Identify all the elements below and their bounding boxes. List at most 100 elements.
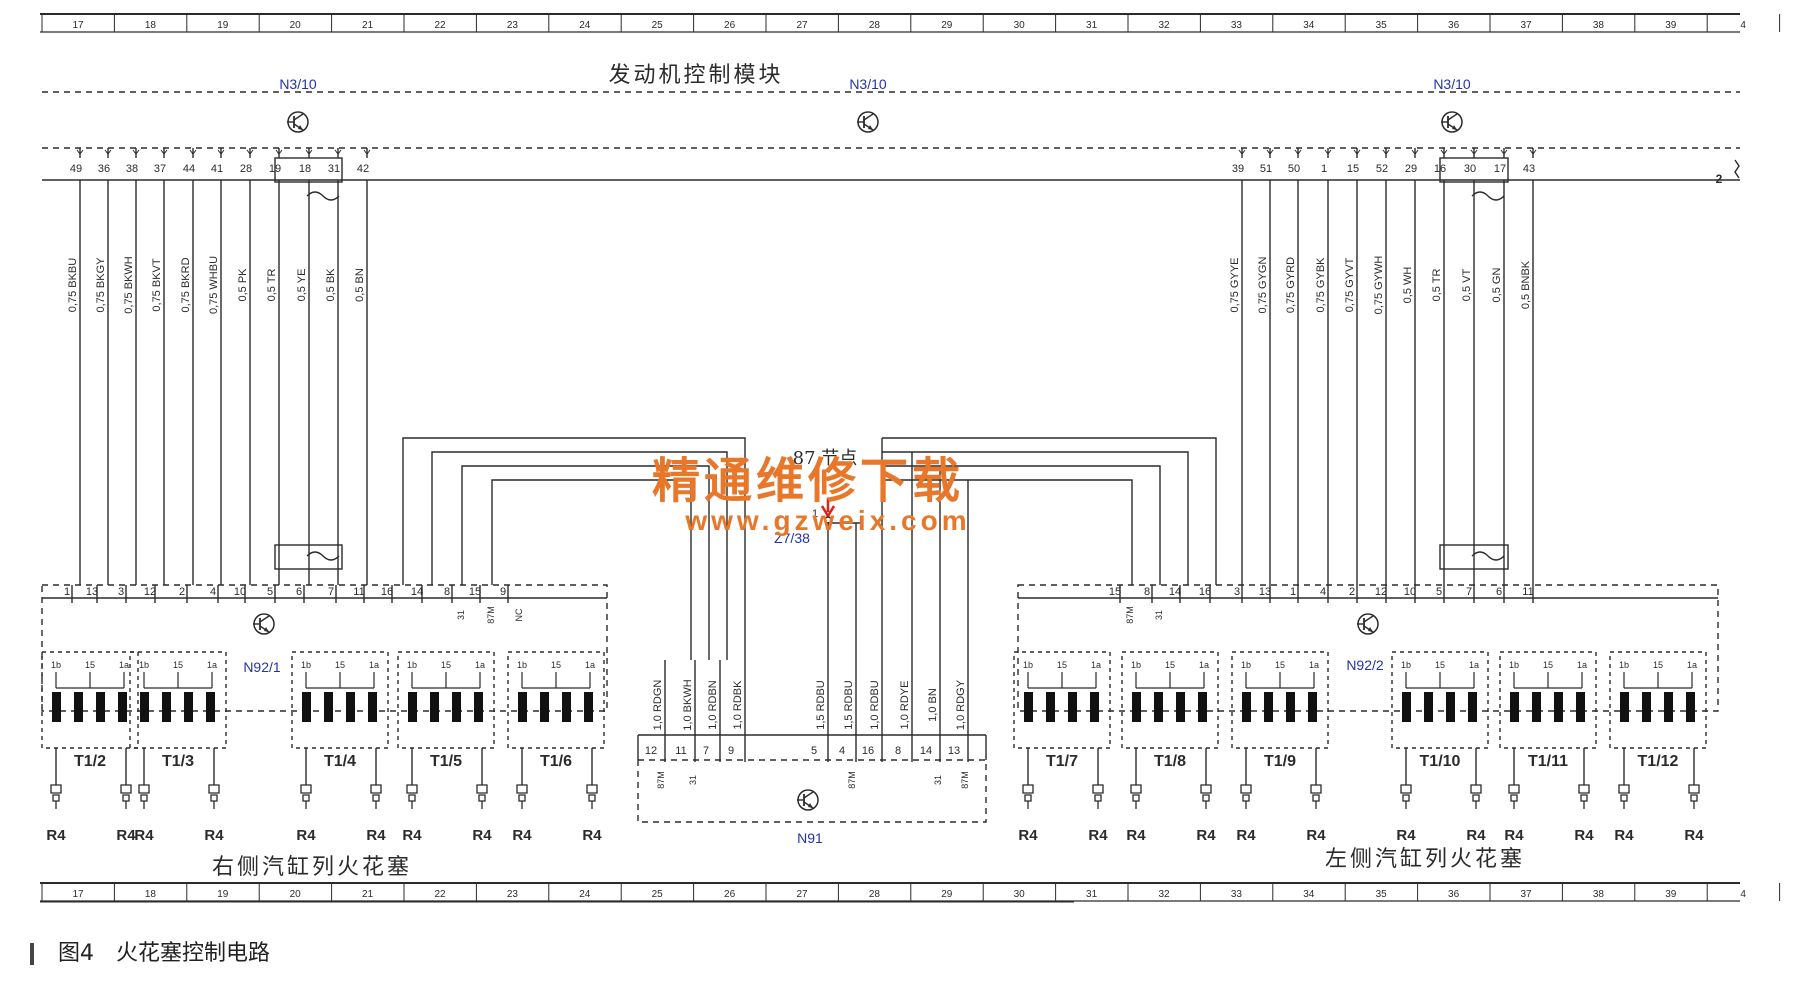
coil-winding-icon bbox=[1132, 692, 1141, 722]
wire-label: 0,5 BK bbox=[325, 268, 337, 302]
ecu-pin-icon bbox=[1324, 149, 1332, 155]
n92-1-pin: 11 bbox=[353, 586, 364, 598]
ignition-coil-box bbox=[1391, 651, 1489, 749]
coil-winding-icon bbox=[118, 692, 127, 722]
ignition-coil-box bbox=[397, 651, 495, 749]
wire-label: 0,5 GN bbox=[1491, 268, 1503, 303]
ruler-label: 4 bbox=[1740, 20, 1746, 31]
coil-winding-icon bbox=[346, 692, 355, 722]
ecu-pin-icon bbox=[1294, 149, 1302, 155]
ecu-pin-icon bbox=[1529, 149, 1537, 155]
ignition-coil-box bbox=[507, 651, 605, 749]
coil-winding-icon bbox=[206, 692, 215, 722]
spark-plug-icon bbox=[516, 784, 528, 809]
coil-label: T1/5 bbox=[430, 753, 462, 770]
n92-2-pin: 10 bbox=[1404, 586, 1416, 598]
ecu-pin-number: 31 bbox=[328, 163, 340, 175]
coil-terminal: 15 bbox=[1165, 660, 1175, 670]
connector-break-icon bbox=[1734, 159, 1740, 179]
wire-label: 1,0 RDBN bbox=[707, 680, 719, 730]
coil-terminal: 1b bbox=[51, 660, 61, 670]
n92-2-pin: 14 bbox=[1169, 586, 1181, 598]
ecu-pin-number: 30 bbox=[1464, 163, 1476, 175]
ruler-label: 23 bbox=[507, 889, 519, 900]
spark-plug-label: R4 bbox=[472, 827, 492, 844]
coil-winding-icon bbox=[584, 692, 593, 722]
ecu-pin-number: 28 bbox=[240, 163, 252, 175]
wire-label: 0,75 BKRD bbox=[180, 257, 192, 312]
ecu-pin-number: 41 bbox=[211, 163, 223, 175]
spark-plug-label: R4 bbox=[1614, 827, 1634, 844]
spark-plug-icon bbox=[1688, 784, 1700, 809]
n92-1-pin: 12 bbox=[144, 586, 156, 598]
coil-winding-icon bbox=[1286, 692, 1295, 722]
ecu-pin-icon bbox=[1353, 149, 1361, 155]
wire-label: 0,75 BKGY bbox=[95, 257, 107, 313]
coil-winding-icon bbox=[1424, 692, 1433, 722]
ignition-coil-box bbox=[1121, 651, 1219, 749]
coil-wire bbox=[521, 672, 591, 689]
ruler-label: 35 bbox=[1376, 889, 1388, 900]
n91-pin: 4 bbox=[839, 745, 845, 757]
wire-label: 1,0 RDBK bbox=[732, 680, 744, 730]
ecu-pin-number: 49 bbox=[70, 163, 82, 175]
coil-winding-icon bbox=[474, 692, 483, 722]
n92-1-pin: 3 bbox=[118, 586, 124, 598]
spark-plug-icon bbox=[50, 784, 62, 809]
ecu-pin-icon bbox=[189, 149, 197, 155]
coil-terminal: 1b bbox=[1509, 660, 1519, 670]
spark-plug-icon bbox=[370, 784, 382, 809]
ruler-label: 20 bbox=[290, 20, 302, 31]
coil-winding-icon bbox=[1554, 692, 1563, 722]
ecu-pin-icon bbox=[275, 149, 283, 155]
ecu-title: 发动机控制模块 bbox=[608, 63, 783, 88]
spark-plug-icon bbox=[120, 784, 132, 809]
spark-plug-label: R4 bbox=[1126, 827, 1146, 844]
wire-label: 1,0 RDYE bbox=[899, 681, 911, 730]
coil-winding-icon bbox=[1446, 692, 1455, 722]
coil-label: T1/12 bbox=[1638, 753, 1679, 770]
node-pin: 1 bbox=[812, 508, 818, 520]
n92-1-pin: 5 bbox=[267, 586, 273, 598]
ruler-label: 33 bbox=[1231, 889, 1243, 900]
ecu-pin-icon bbox=[1470, 149, 1478, 155]
spark-plug-label: R4 bbox=[582, 827, 602, 844]
n91-pin: 13 bbox=[948, 745, 960, 757]
feed-wire bbox=[882, 451, 1189, 585]
coil-terminal: 1a bbox=[1469, 660, 1479, 670]
coil-winding-icon bbox=[562, 692, 571, 722]
coil-terminal: 15 bbox=[441, 660, 451, 670]
spark-plug-label: R4 bbox=[1196, 827, 1216, 844]
coil-terminal: 1a bbox=[1687, 660, 1697, 670]
coil-terminal: 1b bbox=[301, 660, 311, 670]
n91-sub: 87M bbox=[656, 771, 666, 789]
coil-winding-icon bbox=[1024, 692, 1033, 722]
n92-2-label: N92/2 bbox=[1346, 657, 1384, 673]
n92-2-pin: 12 bbox=[1375, 586, 1387, 598]
ruler-label: 24 bbox=[579, 889, 591, 900]
ecu-module-label: N3/10 bbox=[1433, 76, 1471, 92]
bank-left-label: 右侧汽缸列火花塞 bbox=[212, 855, 412, 880]
spark-plug-icon bbox=[1400, 784, 1412, 809]
coil-wire bbox=[1405, 672, 1475, 689]
spark-plug-label: R4 bbox=[402, 827, 422, 844]
ruler-label: 18 bbox=[145, 20, 157, 31]
wire-label: 1,0 RDGY bbox=[955, 679, 967, 730]
n92-1-pin: 7 bbox=[328, 586, 334, 598]
ruler-label: 29 bbox=[941, 889, 953, 900]
ecu-pin-icon bbox=[1500, 149, 1508, 155]
wire-label: 1,5 RDBU bbox=[815, 680, 827, 730]
ruler-label: 32 bbox=[1158, 889, 1170, 900]
n91-pin: 7 bbox=[703, 745, 709, 757]
n92-1-pin: 2 bbox=[179, 586, 185, 598]
feed-wire bbox=[402, 437, 746, 660]
n92-1-pin: 13 bbox=[86, 586, 98, 598]
ruler-label: 22 bbox=[434, 20, 446, 31]
feed-wire bbox=[461, 465, 710, 660]
ruler-label: 32 bbox=[1158, 20, 1170, 31]
coil-winding-icon bbox=[140, 692, 149, 722]
n92-2-pin: 13 bbox=[1259, 586, 1271, 598]
n92-2-pin: 16 bbox=[1199, 586, 1211, 598]
